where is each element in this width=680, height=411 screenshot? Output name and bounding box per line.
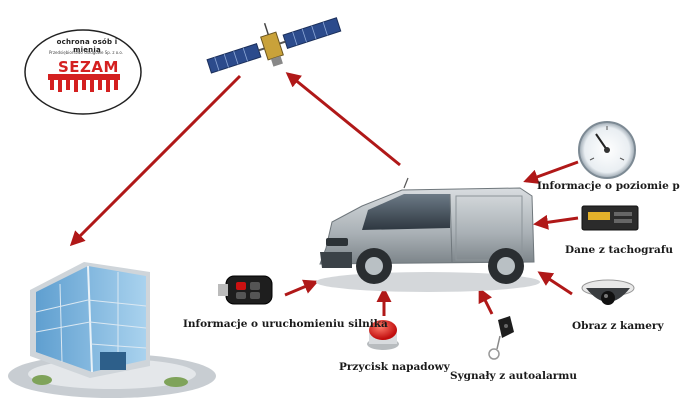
fuel-gauge-icon xyxy=(578,121,636,179)
arrow-camera-to-van xyxy=(537,271,573,296)
logo-brand-name: SEZAM xyxy=(58,58,119,76)
label-fuel-level: Informacje o poziomie paliwa xyxy=(537,180,680,192)
label-camera: Obraz z kamery xyxy=(572,320,664,332)
tachograph-icon xyxy=(581,205,639,231)
satellite-icon xyxy=(206,17,342,74)
arrow-satellite-to-building xyxy=(69,74,242,247)
company-logo: ochrona osób i mienia Przedsiębiorstwo U… xyxy=(24,28,142,114)
camera-icon xyxy=(581,279,635,305)
logo-tagline: ochrona osób i mienia xyxy=(56,38,118,54)
label-engine-start: Informacje o uruchomieniu silnika xyxy=(183,318,388,330)
arrow-ignition-to-van xyxy=(284,279,319,297)
arrow-van-to-satellite xyxy=(285,72,401,167)
logo-fine-print: Przedsiębiorstwo Usługowe Sp. z o.o. xyxy=(48,50,124,55)
arrows xyxy=(69,72,579,316)
key-fob-icon xyxy=(488,316,514,360)
arrow-tachograph-to-van xyxy=(533,214,579,230)
label-tachograph: Dane z tachografu xyxy=(565,244,674,256)
arrow-alarm-to-van xyxy=(478,287,494,315)
arrow-fuel-to-van xyxy=(523,160,579,184)
panic-button-icon xyxy=(367,320,399,350)
logo-badge xyxy=(24,29,142,115)
ignition-key-icon xyxy=(218,275,273,305)
office-building-icon xyxy=(8,262,216,398)
label-car-alarm: Sygnały z autoalarmu xyxy=(450,370,578,382)
label-panic-button: Przycisk napadowy xyxy=(339,361,450,373)
van-image xyxy=(316,177,540,292)
